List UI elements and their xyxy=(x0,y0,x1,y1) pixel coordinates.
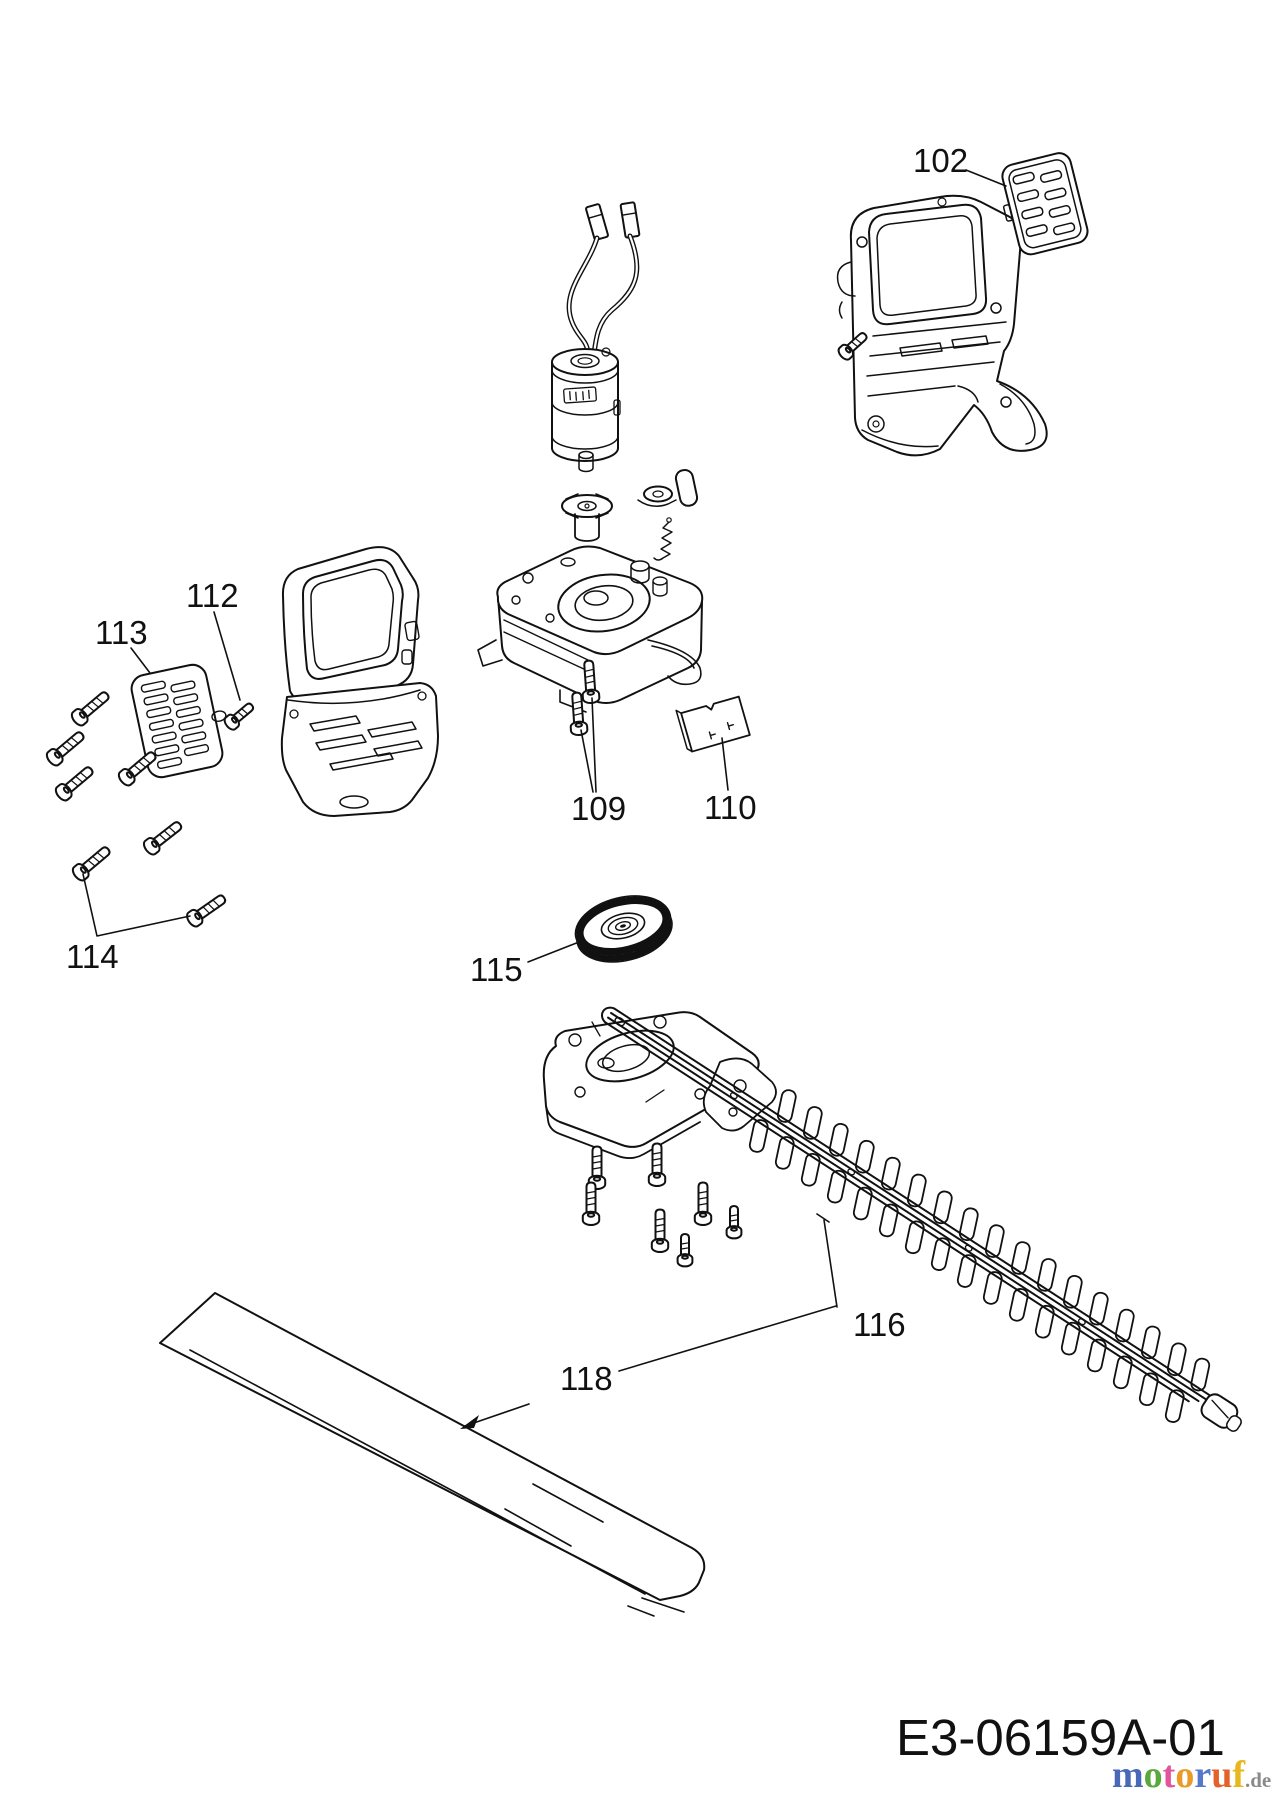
leader-arrowhead-118 xyxy=(460,1415,479,1429)
drawing-code: E3-06159A-01 xyxy=(896,1709,1225,1766)
wm-letter-m: m xyxy=(1112,1754,1144,1796)
motoruf-watermark: motoruf.de xyxy=(1112,1754,1271,1796)
callout-109: 109 xyxy=(571,790,626,827)
part-lever xyxy=(637,469,699,507)
part-116-base-plate xyxy=(542,1011,760,1159)
screw-set-blade xyxy=(581,1142,743,1268)
part-motor xyxy=(551,201,641,473)
part-spring xyxy=(653,517,673,561)
screw-112 xyxy=(221,698,258,733)
callout-112: 112 xyxy=(186,577,239,614)
callout-102: 102 xyxy=(913,142,968,179)
wm-letter-o2: o xyxy=(1175,1754,1194,1796)
callout-116: 116 xyxy=(853,1306,906,1343)
part-116-blade-bar xyxy=(601,1006,1242,1432)
part-102-vent-grille xyxy=(1001,152,1089,256)
wm-letter-t: t xyxy=(1163,1754,1176,1796)
part-110-plate xyxy=(675,695,751,753)
wm-letter-r: r xyxy=(1194,1754,1211,1796)
callout-118: 118 xyxy=(560,1360,613,1397)
callout-110: 110 xyxy=(704,789,757,826)
callout-114: 114 xyxy=(66,938,119,975)
callout-115: 115 xyxy=(470,951,523,988)
leader-lines xyxy=(82,169,1007,1429)
motor-wires xyxy=(566,233,640,358)
wm-letter-o1: o xyxy=(1144,1754,1163,1796)
screw-109-a xyxy=(579,659,601,705)
part-113-grille xyxy=(130,663,227,779)
part-pinion-fan xyxy=(561,493,613,542)
callout-113: 113 xyxy=(95,614,148,651)
wm-letter-f: f xyxy=(1232,1754,1246,1796)
part-118-blade-cover xyxy=(159,1292,706,1617)
part-102-housing-right xyxy=(836,194,1048,457)
wm-suffix: .de xyxy=(1245,1768,1271,1792)
callout-labels: 102 109 110 112 113 114 115 116 118 xyxy=(66,142,968,1397)
part-housing-left xyxy=(280,546,439,817)
wm-letter-u: u xyxy=(1211,1754,1232,1796)
part-115-gear xyxy=(574,895,673,963)
part-116-blade-bracket xyxy=(702,1057,777,1132)
